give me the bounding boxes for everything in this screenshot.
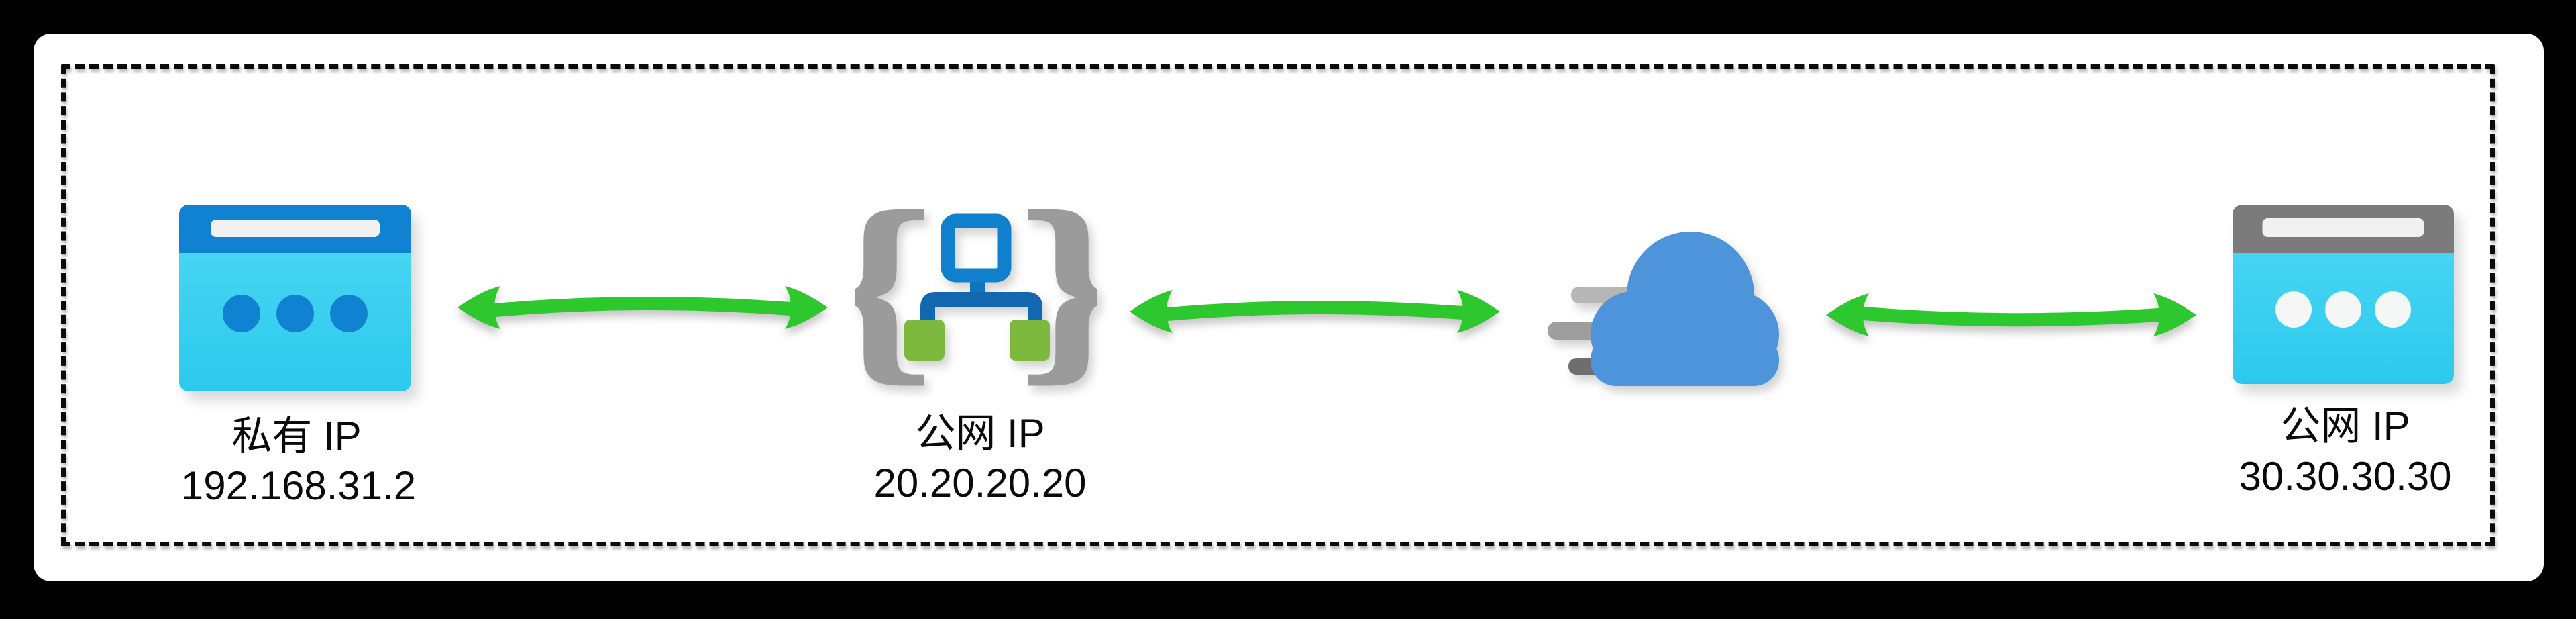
arrow-shaft bbox=[1161, 300, 1469, 321]
node-ip: 20.20.20.20 bbox=[873, 461, 1087, 506]
browser-window-icon bbox=[2233, 205, 2454, 384]
cloud-shape bbox=[1591, 232, 1779, 386]
arrow-shaft bbox=[1857, 307, 2165, 327]
arrowhead-left bbox=[1130, 290, 1173, 333]
arrowhead-right bbox=[2153, 293, 2196, 336]
arrow-shaft bbox=[488, 296, 797, 317]
lan-node-right bbox=[1010, 320, 1050, 361]
dot-icon bbox=[2325, 291, 2361, 328]
lan-node-left bbox=[904, 320, 945, 361]
window-dots bbox=[2233, 291, 2454, 328]
arrow-private-to-nat bbox=[458, 286, 828, 329]
node-ip: 192.168.31.2 bbox=[180, 463, 417, 508]
arrowhead-right bbox=[1457, 290, 1500, 333]
dot-icon bbox=[330, 295, 368, 332]
address-bar bbox=[211, 220, 380, 237]
arrow-internet-to-public bbox=[1826, 293, 2196, 336]
dot-icon bbox=[2375, 291, 2411, 328]
dot-icon bbox=[2275, 291, 2312, 328]
dot-icon bbox=[276, 295, 314, 332]
node-ip: 30.30.30.30 bbox=[2239, 454, 2452, 499]
titlebar bbox=[2233, 205, 2454, 253]
arrow-nat-to-internet bbox=[1130, 290, 1500, 333]
arrowhead-right bbox=[785, 286, 828, 329]
window-dots bbox=[179, 295, 411, 332]
diagram-panel: 私有 IP 192.168.31.2 { } 公网 IP 20.20.20.20 bbox=[34, 34, 2544, 581]
switch-bar bbox=[920, 292, 1042, 320]
router-square-icon bbox=[941, 213, 1012, 283]
dot-icon bbox=[223, 295, 260, 332]
arrowhead-left bbox=[458, 286, 500, 329]
cloud-icon bbox=[1548, 232, 1779, 386]
browser-window-icon bbox=[179, 205, 411, 391]
node-label: 私有 IP bbox=[231, 414, 362, 459]
curly-braces-network-icon: { } bbox=[855, 201, 1097, 396]
address-bar bbox=[2262, 218, 2424, 237]
titlebar bbox=[179, 205, 411, 253]
dashed-border bbox=[61, 64, 2495, 546]
node-label: 公网 IP bbox=[915, 411, 1045, 456]
arrowhead-left bbox=[1826, 293, 1869, 336]
node-label: 公网 IP bbox=[2280, 403, 2410, 448]
